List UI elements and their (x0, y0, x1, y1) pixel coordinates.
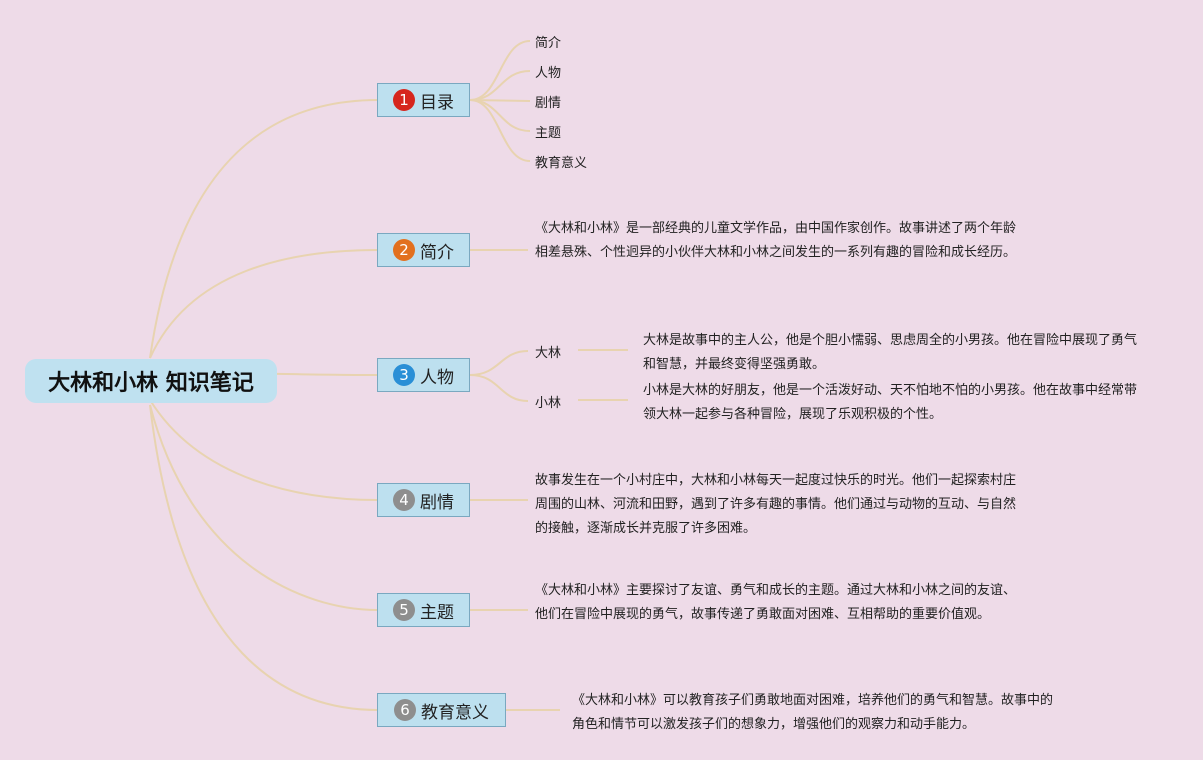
character-name-dalin[interactable]: 大林 (535, 346, 562, 361)
theme-text[interactable]: 《大林和小林》主要探讨了友谊、勇气和成长的主题。通过大林和小林之间的友谊、他们在… (535, 583, 1017, 622)
number-badge-4: 4 (393, 489, 415, 511)
intro-text[interactable]: 《大林和小林》是一部经典的儿童文学作品，由中国作家创作。故事讲述了两个年龄相差悬… (535, 221, 1017, 260)
number-badge-5: 5 (393, 599, 415, 621)
number-badge-3: 3 (393, 364, 415, 386)
branch-node-toc[interactable]: 1 目录 (377, 83, 470, 117)
branch-node-education[interactable]: 6 教育意义 (377, 693, 506, 727)
toc-item-education[interactable]: 教育意义 (535, 156, 588, 171)
branch-label: 人物 (420, 367, 454, 388)
branch-label: 主题 (420, 602, 454, 623)
character-desc-xiaolin[interactable]: 小林是大林的好朋友，他是一个活泼好动、天不怕地不怕的小男孩。他在故事中经常带领大… (643, 383, 1138, 422)
branch-label: 简介 (420, 242, 454, 263)
branch-node-characters[interactable]: 3 人物 (377, 358, 470, 392)
branch-label: 教育意义 (421, 702, 489, 723)
number-badge-1: 1 (393, 89, 415, 111)
character-desc-dalin[interactable]: 大林是故事中的主人公，他是个胆小懦弱、思虑周全的小男孩。他在冒险中展现了勇气和智… (643, 333, 1138, 372)
plot-text[interactable]: 故事发生在一个小村庄中，大林和小林每天一起度过快乐的时光。他们一起探索村庄周围的… (535, 473, 1017, 536)
toc-item-intro[interactable]: 简介 (535, 36, 562, 51)
branch-node-intro[interactable]: 2 简介 (377, 233, 470, 267)
branch-node-plot[interactable]: 4 剧情 (377, 483, 470, 517)
root-label: 大林和小林 知识笔记 (48, 371, 254, 396)
toc-item-characters[interactable]: 人物 (535, 66, 562, 81)
root-node[interactable]: 大林和小林 知识笔记 (25, 359, 277, 403)
character-name-xiaolin[interactable]: 小林 (535, 396, 562, 411)
toc-item-plot[interactable]: 剧情 (535, 96, 562, 111)
branch-label: 剧情 (420, 492, 454, 513)
number-badge-2: 2 (393, 239, 415, 261)
toc-item-theme[interactable]: 主题 (535, 126, 562, 141)
branch-node-theme[interactable]: 5 主题 (377, 593, 470, 627)
branch-label: 目录 (420, 92, 454, 113)
education-text[interactable]: 《大林和小林》可以教育孩子们勇敢地面对困难，培养他们的勇气和智慧。故事中的角色和… (572, 693, 1054, 732)
number-badge-6: 6 (394, 699, 416, 721)
